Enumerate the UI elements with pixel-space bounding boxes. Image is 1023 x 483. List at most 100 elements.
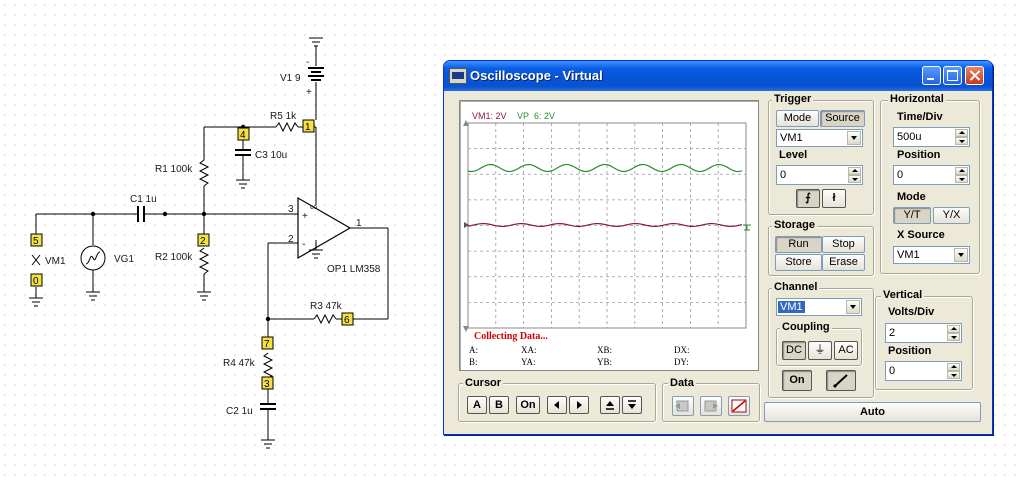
mode-yx-button[interactable]: Y/X: [933, 207, 970, 224]
label-c3: C3 10u: [255, 150, 287, 161]
horizontal-position-label: Position: [897, 149, 941, 161]
cursor-a-button[interactable]: A: [467, 396, 487, 414]
horizontal-position-spinner[interactable]: 0: [893, 165, 970, 185]
storage-title: Storage: [772, 219, 817, 231]
svg-text:2: 2: [200, 236, 206, 247]
cursor-down-icon[interactable]: [622, 396, 642, 414]
cursor-title: Cursor: [463, 377, 504, 389]
svg-text:0: 0: [33, 276, 39, 287]
time-div-spinner[interactable]: 500u: [893, 127, 970, 147]
trigger-source-button[interactable]: Source: [820, 110, 865, 127]
close-button[interactable]: [965, 66, 984, 85]
op-pin-3: 3: [288, 204, 294, 215]
chevron-down-icon[interactable]: [846, 300, 860, 314]
time-div-label: Time/Div: [897, 111, 943, 123]
cursor-left-icon[interactable]: [547, 396, 567, 414]
op-inf: ∞: [310, 202, 317, 213]
title-bar[interactable]: Oscilloscope - Virtual: [444, 61, 992, 91]
op-pin-1: 1: [356, 218, 362, 229]
store-button[interactable]: Store: [775, 254, 822, 271]
readout-dx: DX:: [674, 345, 690, 355]
op-pin-2: 2: [288, 234, 294, 245]
falling-edge-button[interactable]: ł: [822, 189, 846, 208]
data-export-icon[interactable]: [700, 396, 722, 416]
data-title: Data: [668, 377, 696, 389]
window-title: Oscilloscope - Virtual: [470, 68, 603, 83]
svg-text:4: 4: [240, 130, 246, 141]
battery-minus: -: [306, 57, 309, 68]
cursor-b-button[interactable]: B: [489, 396, 509, 414]
coupling-dc-button[interactable]: DC: [782, 341, 806, 360]
storage-group: [768, 226, 874, 276]
label-c2: C2 1u: [226, 406, 253, 417]
label-r2: R2 100k: [155, 252, 193, 263]
cursor-marker-bottom[interactable]: [463, 326, 469, 332]
node-tag-0: 0: [30, 273, 43, 287]
mode-label: Mode: [897, 191, 926, 203]
stop-button[interactable]: Stop: [822, 236, 865, 253]
label-r1: R1 100k: [155, 164, 193, 175]
vertical-position-spinner[interactable]: 0: [885, 361, 962, 381]
rising-edge-button[interactable]: ⨍: [796, 189, 820, 208]
readout-yb: YB:: [597, 357, 613, 367]
trigger-level-spinner[interactable]: 0: [776, 165, 863, 185]
node-tag-3: 3: [261, 376, 274, 390]
label-r5: R5 1k: [270, 111, 297, 122]
readout-a: A:: [469, 345, 478, 355]
ch1-scale-label: VM1: 2V: [472, 111, 507, 121]
vertical-title: Vertical: [881, 289, 925, 301]
readout-xb: XB:: [597, 345, 613, 355]
trigger-level-marker[interactable]: [743, 224, 751, 231]
readout-xa: XA:: [521, 345, 537, 355]
mode-yt-button[interactable]: Y/T: [893, 207, 931, 224]
trigger-mode-button[interactable]: Mode: [776, 110, 819, 127]
trigger-source-select[interactable]: VM1: [776, 129, 863, 147]
battery-plus: +: [306, 87, 312, 98]
label-vm1: VM1: [45, 256, 66, 267]
vertical-position-label: Position: [888, 345, 932, 357]
probe-pen-icon[interactable]: [826, 370, 856, 391]
channel-select[interactable]: VM1: [776, 298, 862, 316]
trigger-title: Trigger: [772, 93, 814, 105]
ch2-scale-label: VP_6: 2V: [517, 111, 556, 121]
x-source-label: X Source: [897, 229, 945, 241]
x-source-select[interactable]: VM1: [893, 246, 970, 264]
erase-button[interactable]: Erase: [822, 254, 865, 271]
cursor-marker-top[interactable]: [463, 120, 469, 126]
chevron-down-icon[interactable]: [954, 248, 968, 262]
label-r4: R4 47k: [223, 358, 256, 369]
node-tag-1: 1: [302, 119, 315, 133]
node-tag-6: 6: [341, 312, 354, 326]
minimize-button[interactable]: [922, 66, 941, 85]
coupling-ground-button[interactable]: ⏚: [808, 341, 832, 360]
data-chart-icon[interactable]: [728, 396, 750, 416]
oscilloscope-app-icon: [449, 68, 467, 84]
scope-screen[interactable]: [463, 120, 753, 332]
node-tag-7: 7: [261, 336, 274, 350]
svg-text:5: 5: [33, 236, 39, 247]
cursor-group: [458, 383, 656, 422]
channel-title: Channel: [772, 281, 820, 293]
label-c1: C1 1u: [130, 194, 157, 205]
svg-text:6: 6: [344, 315, 350, 326]
channel-group: [768, 288, 874, 398]
auto-button[interactable]: Auto: [764, 402, 981, 422]
channel-on-button[interactable]: On: [782, 370, 812, 391]
cursor-right-icon[interactable]: [569, 396, 589, 414]
trigger-group: [768, 100, 874, 215]
coupling-ac-button[interactable]: AC: [834, 341, 858, 360]
maximize-button[interactable]: [943, 66, 962, 85]
run-button[interactable]: Run: [775, 236, 822, 253]
cursor-on-button[interactable]: On: [516, 396, 540, 414]
node-tag-5: 5: [30, 233, 43, 247]
op-plus: +: [302, 211, 308, 222]
cursor-up-icon[interactable]: [600, 396, 620, 414]
volts-div-spinner[interactable]: 2: [885, 323, 962, 343]
chevron-down-icon[interactable]: [847, 131, 861, 145]
data-group: [662, 383, 760, 422]
trigger-level-label: Level: [779, 149, 808, 161]
svg-text:3: 3: [264, 379, 270, 390]
readout-b: B:: [469, 357, 478, 367]
data-import-icon[interactable]: [672, 396, 694, 416]
label-op1: OP1 LM358: [327, 264, 381, 275]
